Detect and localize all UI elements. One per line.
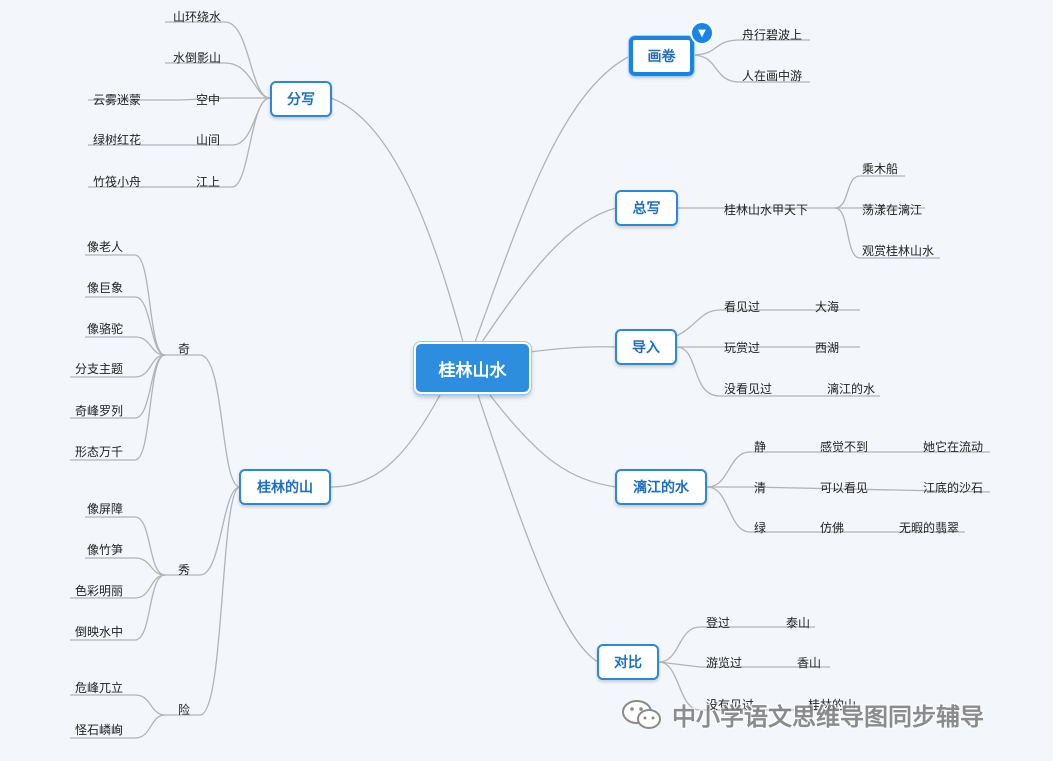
fenxie-leaf[interactable]: 绿树红花	[93, 133, 142, 147]
huajuan-item[interactable]: 人在画中游	[742, 69, 803, 83]
lijiang-feature[interactable]: 绿	[754, 521, 767, 535]
branch-daoru[interactable]: 导入	[615, 329, 677, 365]
qi-item[interactable]: 像骆驼	[87, 322, 124, 336]
lijiang-detail[interactable]: 可以看见	[820, 481, 869, 495]
branch-fenxie[interactable]: 分写	[270, 81, 332, 117]
fenxie-item[interactable]: 山环绕水	[173, 10, 222, 24]
lijiang-result[interactable]: 江底的沙石	[923, 481, 984, 495]
daoru-object[interactable]: 漓江的水	[827, 382, 876, 396]
shan-group-xiu[interactable]: 秀	[178, 563, 191, 577]
lijiang-feature[interactable]: 清	[754, 481, 767, 495]
fenxie-item[interactable]: 空中	[196, 93, 221, 107]
xiu-item[interactable]: 色彩明丽	[75, 584, 124, 598]
duibi-verb[interactable]: 没有见过	[706, 698, 755, 712]
daoru-verb[interactable]: 没看见过	[724, 382, 773, 396]
qi-item[interactable]: 分支主题	[75, 362, 124, 376]
lijiang-feature[interactable]: 静	[754, 440, 767, 454]
branch-zongxie[interactable]: 总写	[615, 190, 678, 226]
daoru-object[interactable]: 西湖	[815, 341, 840, 355]
zongxie-item[interactable]: 荡漾在漓江	[862, 203, 923, 217]
central-topic[interactable]: 桂林山水	[414, 342, 531, 394]
duibi-object[interactable]: 桂林的山	[808, 698, 857, 712]
branch-lijiang[interactable]: 漓江的水	[615, 469, 707, 505]
daoru-verb[interactable]: 玩赏过	[724, 341, 761, 355]
shan-group-xian[interactable]: 险	[178, 703, 191, 717]
wechat-icon	[622, 700, 661, 729]
watermark-text: 中小学语文思维导图同步辅导	[672, 702, 984, 731]
fenxie-leaf[interactable]: 竹筏小舟	[93, 175, 142, 189]
branch-duibi[interactable]: 对比	[597, 644, 659, 680]
xiu-item[interactable]: 倒映水中	[75, 625, 124, 639]
xiu-item[interactable]: 像屏障	[87, 502, 124, 516]
duibi-verb[interactable]: 登过	[706, 616, 731, 630]
branch-shan[interactable]: 桂林的山	[239, 469, 331, 505]
zongxie-mid[interactable]: 桂林山水甲天下	[724, 203, 809, 217]
fenxie-leaf[interactable]: 云雾迷蒙	[93, 93, 142, 107]
lijiang-detail[interactable]: 仿佛	[820, 521, 845, 535]
duibi-verb[interactable]: 游览过	[706, 656, 743, 670]
duibi-object[interactable]: 香山	[797, 656, 822, 670]
lijiang-result[interactable]: 无暇的翡翠	[899, 521, 960, 535]
daoru-object[interactable]: 大海	[815, 300, 840, 314]
duibi-object[interactable]: 泰山	[786, 616, 811, 630]
fenxie-item[interactable]: 山间	[196, 133, 221, 147]
branch-huajuan[interactable]: 画卷	[629, 36, 694, 76]
lijiang-detail[interactable]: 感觉不到	[820, 440, 869, 454]
qi-item[interactable]: 像老人	[87, 240, 124, 254]
qi-item[interactable]: 奇峰罗列	[75, 404, 124, 418]
watermark: 中小学语文思维导图同步辅导	[620, 696, 984, 732]
shan-group-qi[interactable]: 奇	[178, 342, 191, 356]
zongxie-item[interactable]: 观赏桂林山水	[862, 244, 935, 258]
huajuan-item[interactable]: 舟行碧波上	[742, 28, 803, 42]
fenxie-item[interactable]: 江上	[196, 175, 221, 189]
qi-item[interactable]: 像巨象	[87, 281, 124, 295]
fenxie-item[interactable]: 水倒影山	[173, 51, 222, 65]
xian-item[interactable]: 危峰兀立	[75, 681, 124, 695]
xiu-item[interactable]: 像竹笋	[87, 543, 124, 557]
xian-item[interactable]: 怪石嶙峋	[75, 723, 124, 737]
daoru-verb[interactable]: 看见过	[724, 300, 761, 314]
lijiang-result[interactable]: 她它在流动	[923, 440, 984, 454]
dropdown-triangle-icon[interactable]: ▼	[692, 23, 712, 43]
zongxie-item[interactable]: 乘木船	[862, 162, 899, 176]
qi-item[interactable]: 形态万千	[75, 445, 124, 459]
